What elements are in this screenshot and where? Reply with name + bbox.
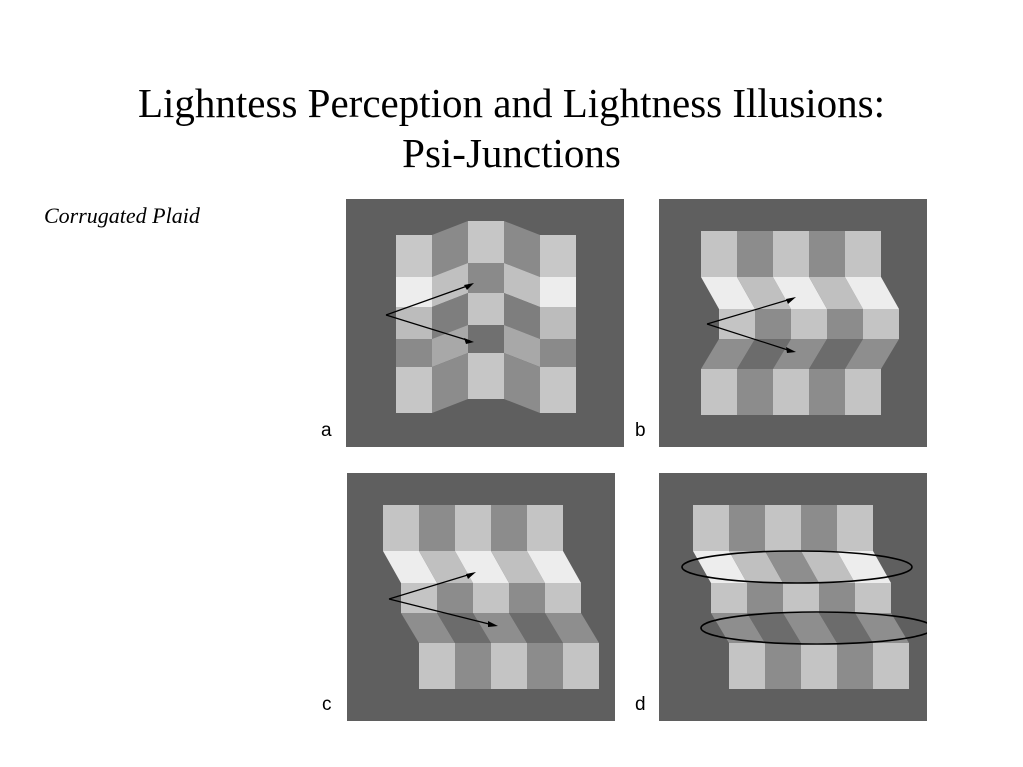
figure-caption: Corrugated Plaid [44,203,200,228]
panel-c [347,473,615,721]
panel-d-label: d [635,694,646,715]
panel-a [346,199,624,447]
panel-b [659,199,927,447]
panel-d-figure [681,505,927,689]
panel-d [659,473,927,721]
panel-c-figure [383,505,599,689]
panel-a-label: a [321,420,332,441]
panel-a-figure [385,221,576,413]
slide-title: Lighntess Perception and Lightness Illus… [0,78,1023,178]
panel-c-label: c [322,694,332,715]
panel-b-label: b [635,420,646,441]
slide-title-line-2: Psi-Junctions [402,130,621,176]
panel-b-figure [701,231,899,415]
slide-title-line-1: Lighntess Perception and Lightness Illus… [137,80,886,126]
